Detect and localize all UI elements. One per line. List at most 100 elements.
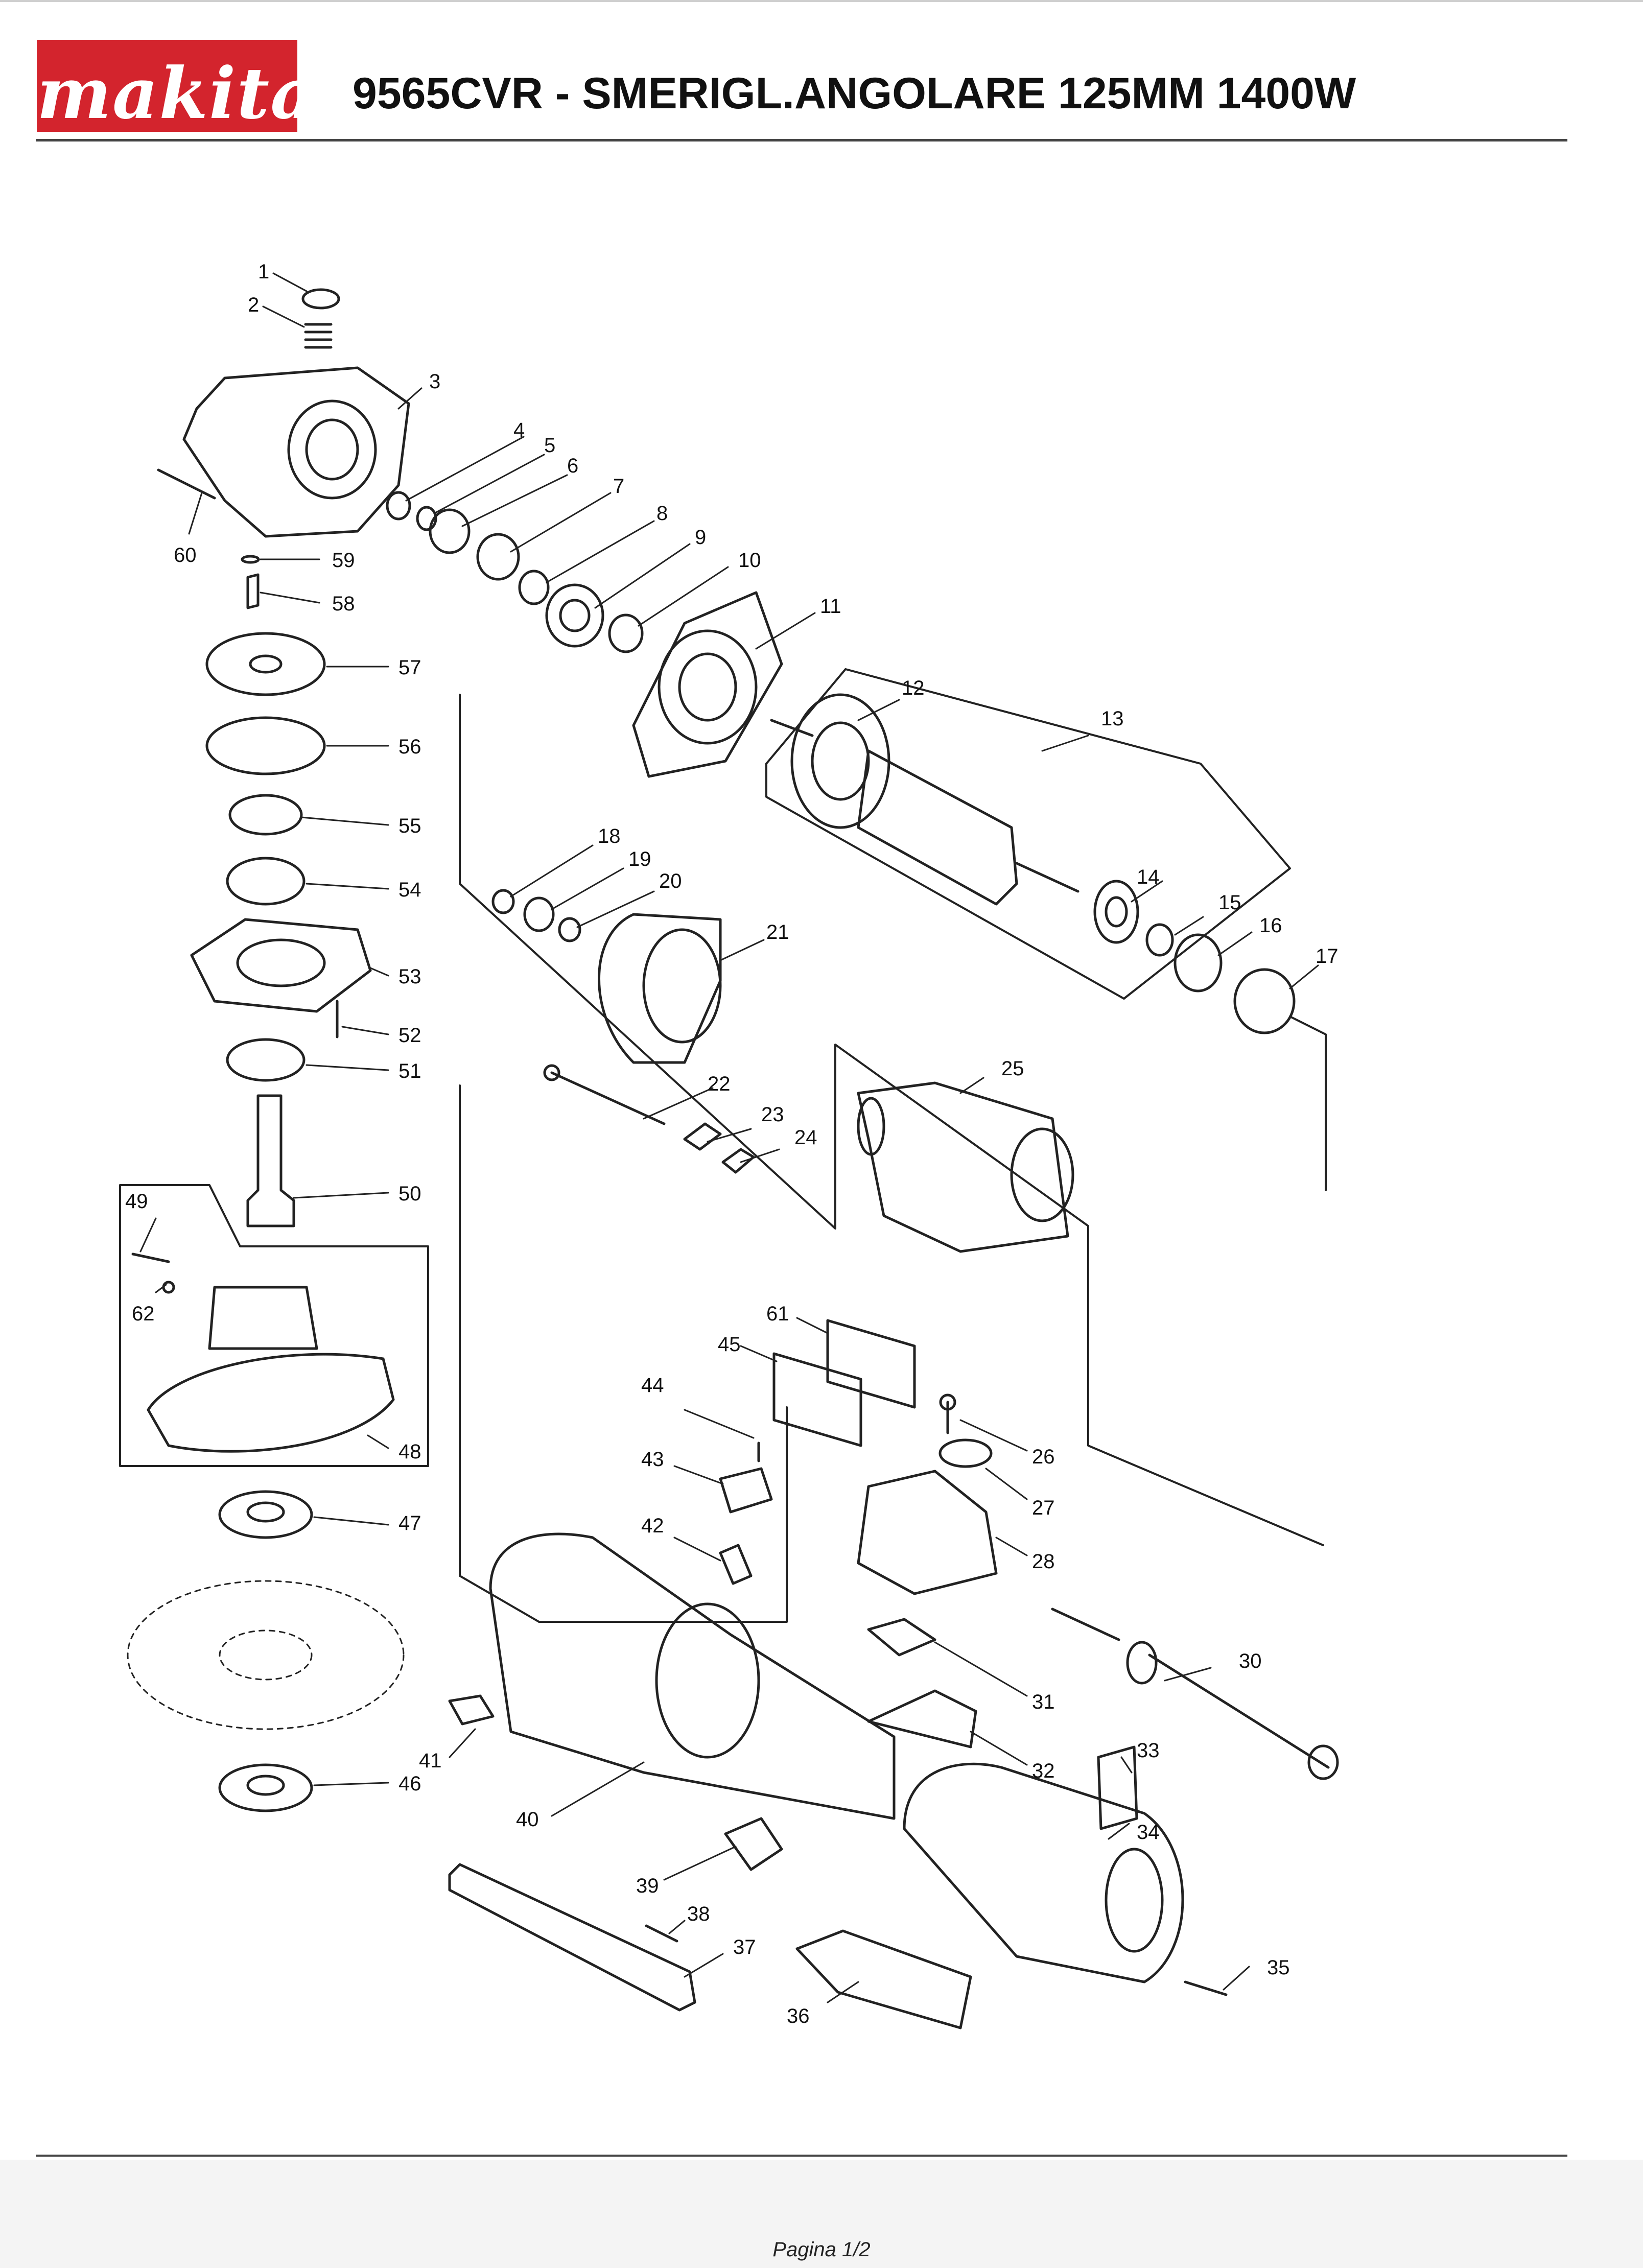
callout-42: 42 <box>641 1515 664 1537</box>
part-spring-38 <box>645 1924 678 1943</box>
footer-divider <box>36 2155 1567 2157</box>
part-long-screw <box>550 1071 666 1125</box>
callout-52: 52 <box>398 1024 421 1047</box>
part-cap-41 <box>448 1694 495 1726</box>
header-divider <box>36 139 1567 141</box>
part-bearing-607 <box>1093 880 1139 944</box>
callout-41: 41 <box>419 1750 442 1772</box>
part-bearing <box>1173 933 1223 993</box>
part-cord <box>1051 1608 1330 1769</box>
group-box-guard <box>119 1184 429 1467</box>
part-label <box>1097 1745 1138 1830</box>
part-gear-housing <box>182 366 410 538</box>
callout-50: 50 <box>398 1183 421 1205</box>
part-terminal <box>721 1148 755 1174</box>
makita-logo: makita <box>37 40 316 132</box>
part-hex-bolt <box>131 1253 170 1263</box>
callout-9: 9 <box>695 526 706 549</box>
part-fan-ring <box>1233 968 1296 1034</box>
callout-34: 34 <box>1137 1821 1160 1844</box>
callout-11: 11 <box>820 595 841 618</box>
callout-25: 25 <box>1001 1057 1024 1080</box>
callout-39: 39 <box>636 1875 659 1897</box>
callout-10: 10 <box>738 549 761 572</box>
part-cap <box>301 288 340 310</box>
part-switch <box>867 1618 936 1657</box>
part-controller <box>857 1470 998 1595</box>
callout-38: 38 <box>687 1903 710 1925</box>
page-top-border <box>0 0 1643 2</box>
part-retaining-ring <box>518 570 550 605</box>
callout-3: 3 <box>429 370 440 393</box>
callout-47: 47 <box>398 1512 421 1534</box>
callout-60: 60 <box>174 544 197 566</box>
callout-24: 24 <box>794 1126 817 1149</box>
part-flat-washer <box>491 889 515 914</box>
callout-43: 43 <box>641 1448 664 1471</box>
part-lever <box>448 1863 696 2012</box>
callout-19: 19 <box>628 848 651 870</box>
callout-31: 31 <box>1032 1691 1055 1713</box>
part-bearing-box-53 <box>190 918 372 1013</box>
part-screw-35 <box>1184 1980 1228 1996</box>
part-spring <box>304 323 333 349</box>
callout-48: 48 <box>398 1440 421 1463</box>
part-brush-holder <box>719 1467 773 1514</box>
callout-44: 44 <box>641 1374 664 1397</box>
callout-40: 40 <box>516 1808 539 1831</box>
callout-62: 62 <box>132 1303 155 1325</box>
callout-1: 1 <box>258 261 269 283</box>
callout-30: 30 <box>1239 1650 1262 1672</box>
part-switch-holder <box>724 1817 783 1871</box>
callout-37: 37 <box>733 1936 756 1958</box>
part-small-gear <box>429 508 471 554</box>
part-trigger <box>795 1929 972 2029</box>
part-bearing-6201 <box>226 857 306 906</box>
callout-61: 61 <box>766 1303 789 1325</box>
part-retaining-ring-55 <box>228 794 303 836</box>
part-rubber-ring <box>523 896 555 932</box>
part-label-61 <box>826 1319 916 1409</box>
part-spiral-bevel-gear <box>205 632 326 696</box>
callout-54: 54 <box>398 879 421 901</box>
callout-8: 8 <box>656 502 668 525</box>
callout-35: 35 <box>1267 1956 1290 1979</box>
callout-16: 16 <box>1259 914 1282 937</box>
callout-14: 14 <box>1137 866 1160 888</box>
part-baffle-plate <box>598 913 722 1064</box>
footer-band <box>0 2160 1643 2268</box>
callout-26: 26 <box>1032 1446 1055 1468</box>
part-cord-guard <box>938 1438 993 1468</box>
part-motor-housing <box>489 1532 896 1820</box>
part-o-ring <box>558 917 581 942</box>
callout-33: 33 <box>1137 1739 1160 1762</box>
part-spiral-gear <box>476 533 520 581</box>
callout-49: 49 <box>125 1190 148 1213</box>
callout-32: 32 <box>1032 1760 1055 1782</box>
part-o-ring-56 <box>205 716 326 775</box>
group-box-motor-housing <box>459 1084 788 1623</box>
part-screw-60 <box>157 468 216 500</box>
page-number: Pagina 1/2 <box>772 2238 871 2261</box>
part-ring-62 <box>162 1281 175 1294</box>
callout-58: 58 <box>332 593 355 615</box>
callout-13: 13 <box>1101 707 1124 730</box>
part-rear-cover <box>903 1762 1184 1983</box>
part-wheel-cover <box>147 1353 395 1453</box>
callout-20: 20 <box>659 870 682 892</box>
callout-18: 18 <box>598 825 621 847</box>
callout-27: 27 <box>1032 1497 1055 1519</box>
callout-57: 57 <box>398 656 421 679</box>
callout-28: 28 <box>1032 1550 1055 1573</box>
group-box-right <box>1289 1015 1327 1191</box>
callout-6: 6 <box>567 455 578 477</box>
part-washer <box>416 506 437 531</box>
callout-5: 5 <box>544 434 555 457</box>
callout-7: 7 <box>613 475 624 498</box>
callout-12: 12 <box>902 677 925 699</box>
callout-23: 23 <box>761 1103 784 1126</box>
part-lock-nut <box>218 1763 313 1812</box>
part-labyrinth-ring <box>226 1038 306 1082</box>
part-washer-2 <box>608 613 644 653</box>
